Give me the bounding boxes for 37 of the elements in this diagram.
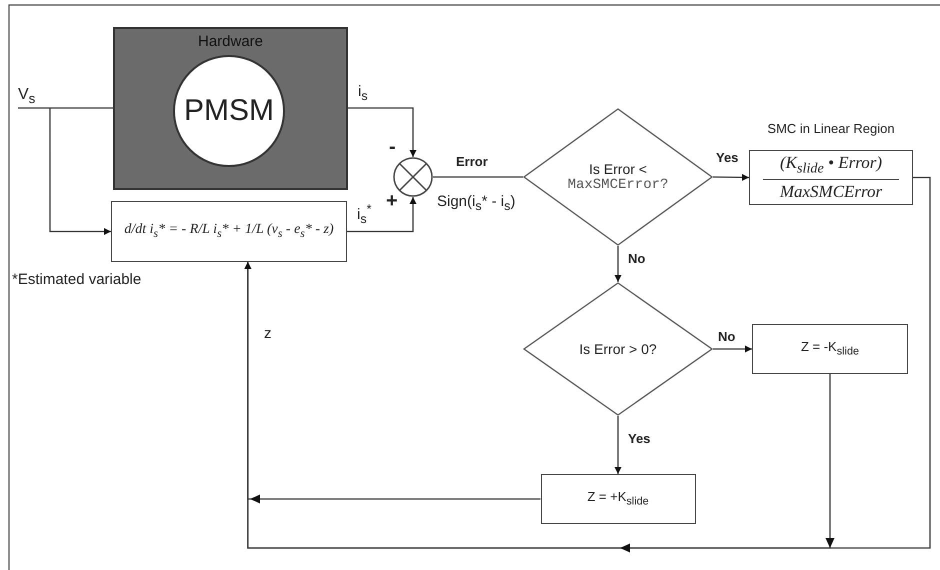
fraction-denominator: MaxSMCError — [780, 182, 882, 202]
decision-text: MaxSMCError? — [568, 177, 668, 194]
process-box — [540, 474, 696, 524]
edge-label: Yes — [716, 151, 738, 166]
edge-label: Error — [456, 155, 488, 170]
signal-label: z — [264, 326, 272, 342]
process-text: Z = +K$_{slide}$ — [587, 490, 649, 508]
decision-diamond — [523, 108, 713, 246]
process-text: Z = -K$_{slide}$ — [800, 340, 860, 358]
decision-diamond — [523, 282, 713, 416]
arrow — [713, 346, 752, 352]
operator-sign: - — [389, 136, 396, 158]
junction-caption: Sign(i$_{s}$* - i$_{s}$) — [437, 193, 516, 213]
arrow — [49, 108, 111, 235]
footnote-text: *Estimated variable — [12, 272, 142, 288]
arrow — [347, 197, 416, 232]
block-title: Hardware — [198, 33, 264, 50]
arrow — [614, 416, 622, 474]
signal-label: V$_{s}$ — [18, 86, 36, 106]
arrow — [614, 246, 622, 282]
arrow — [713, 174, 749, 181]
equation-box — [111, 201, 347, 262]
edge-label: No — [718, 330, 736, 344]
decision-text: Is Error < — [589, 160, 647, 177]
edge-label: Yes — [628, 432, 650, 446]
arrow — [244, 262, 831, 549]
process-box — [752, 324, 908, 374]
edge-label: No — [628, 252, 646, 266]
fraction-numerator: (K$_{slide}$ • Error) — [780, 153, 882, 178]
decision-text: Is Error > 0? — [579, 340, 657, 358]
arrow — [348, 107, 416, 157]
equation-text: d/dt i$_{s}$* = - R/L i$_{s}$* + 1/L (v$_{s}$ - e$_{s}$* - z) — [124, 222, 334, 241]
hardware-block — [113, 27, 348, 190]
block-heading: SMC in Linear Region — [766, 121, 896, 136]
motor-label: PMSM — [184, 94, 274, 128]
summing-junction — [393, 157, 433, 197]
operator-sign: + — [386, 190, 398, 212]
